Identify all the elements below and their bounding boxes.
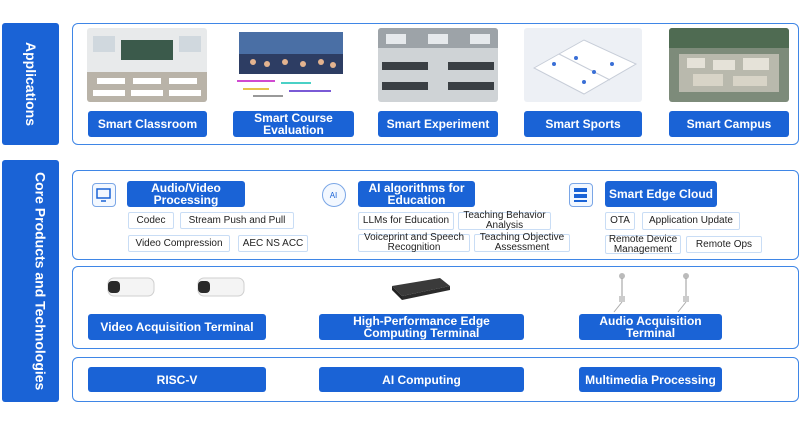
application-update-tag: Application Update xyxy=(642,212,740,230)
llms-tag: LLMs for Education xyxy=(358,212,454,230)
aec-ns-acc-tag: AEC NS ACC xyxy=(238,235,308,252)
server-icon xyxy=(569,183,593,207)
ai-algorithms-button[interactable]: AI algorithms for Education xyxy=(358,181,475,207)
microphones-image xyxy=(610,272,696,314)
video-compression-tag: Video Compression xyxy=(128,235,230,252)
teaching-behavior-tag: Teaching Behavior Analysis xyxy=(458,211,551,231)
teaching-objective-tag: Teaching Objective Assessment xyxy=(474,233,570,253)
core-side-label: Core Products and Technologies xyxy=(2,160,59,402)
svg-text:AI: AI xyxy=(330,191,338,200)
applications-side-label: Applications xyxy=(2,23,59,145)
smart-edge-cloud-button[interactable]: Smart Edge Cloud xyxy=(605,181,717,207)
codec-tag: Codec xyxy=(128,212,174,229)
smart-sports-button[interactable]: Smart Sports xyxy=(524,111,642,137)
smart-classroom-button[interactable]: Smart Classroom xyxy=(88,111,207,137)
camera-image xyxy=(104,272,254,306)
audio-acquisition-terminal-button[interactable]: Audio Acquisition Terminal xyxy=(579,314,722,340)
core-label: Core Products and Technologies xyxy=(32,171,49,391)
video-acquisition-terminal-button[interactable]: Video Acquisition Terminal xyxy=(88,314,266,340)
sports-image xyxy=(524,28,642,102)
ai-computing-button[interactable]: AI Computing xyxy=(319,367,524,392)
edge-box-image xyxy=(388,274,452,302)
remote-ops-tag: Remote Ops xyxy=(686,236,762,253)
edge-computing-terminal-button[interactable]: High-Performance Edge Computing Terminal xyxy=(319,314,524,340)
multimedia-processing-button[interactable]: Multimedia Processing xyxy=(579,367,722,392)
campus-image xyxy=(669,28,789,102)
smart-course-evaluation-button[interactable]: Smart Course Evaluation xyxy=(233,111,354,137)
lab-image xyxy=(378,28,498,102)
ota-tag: OTA xyxy=(605,212,635,230)
audio-video-processing-button[interactable]: Audio/Video Processing xyxy=(127,181,245,207)
voiceprint-speech-tag: Voiceprint and Speech Recognition xyxy=(358,233,470,253)
applications-label: Applications xyxy=(23,41,39,126)
smart-campus-button[interactable]: Smart Campus xyxy=(669,111,789,137)
remote-device-management-tag: Remote Device Management xyxy=(605,234,681,254)
classroom-image xyxy=(87,28,207,102)
smart-experiment-button[interactable]: Smart Experiment xyxy=(378,111,498,137)
monitor-icon xyxy=(92,183,116,207)
lecture-hall-image xyxy=(233,28,349,102)
risc-v-button[interactable]: RISC-V xyxy=(88,367,266,392)
stream-push-pull-tag: Stream Push and Pull xyxy=(180,212,294,229)
ai-chip-icon: AI xyxy=(322,183,346,207)
